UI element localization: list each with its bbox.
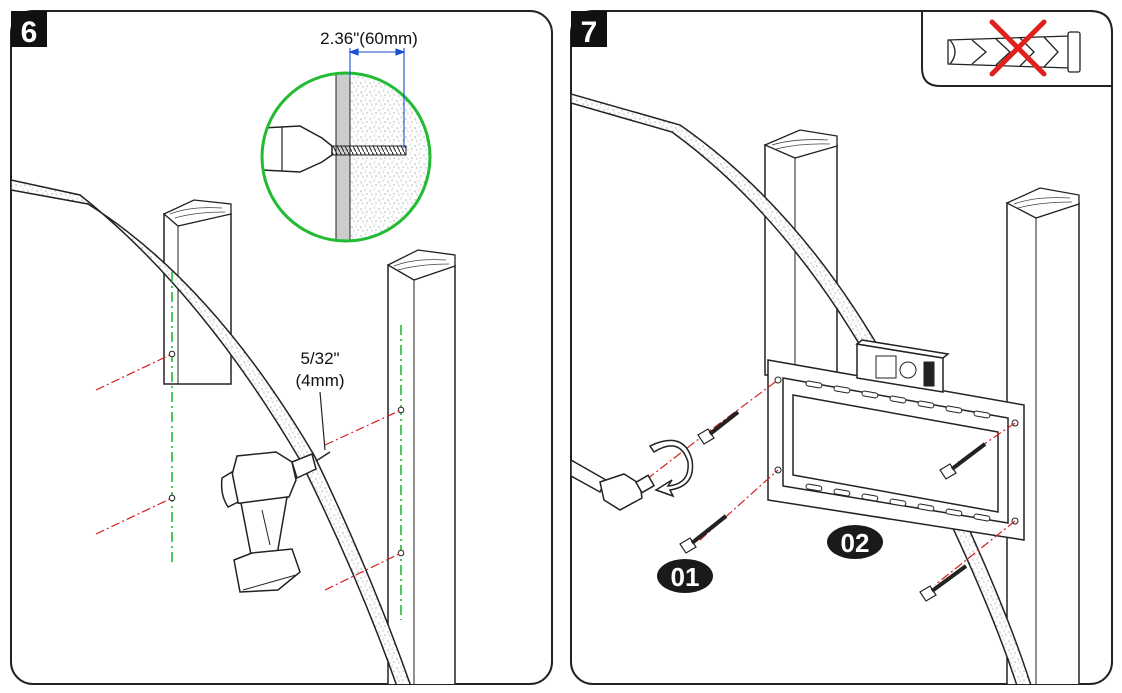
lag-bolt-icon [679,410,987,602]
drill-depth-detail [260,71,432,243]
pilot-holes [168,350,405,557]
lag-bolt-upper-left [697,410,740,445]
lag-bolt-lower-left [679,514,728,554]
rotate-clockwise-arrow-icon [648,439,694,498]
part-badge-screw: 01 [657,559,713,593]
drill-alignment-lines [95,353,402,591]
drill-bit-leader [319,391,326,451]
power-drill-icon [220,451,331,593]
drywall-cutaway [11,179,416,684]
cross-out-icon [989,19,1047,77]
depth-dimension [348,48,406,148]
step-6-number-tab [11,11,47,47]
lag-bolt-upper-right [939,442,987,480]
drywall-cutaway [571,93,1036,684]
step-6-number: 6 [21,16,38,49]
drill-bit-size-metric-label: (4mm) [295,371,344,390]
svg-text:02: 02 [841,528,870,558]
step-6-panel: 5/32" (4mm) [10,10,553,685]
wall-stud-right [386,249,456,684]
drill-depth-label: 2.36"(60mm) [320,29,418,48]
drill-bit-size-label: 5/32" [300,349,339,368]
level-icon [855,339,950,393]
svg-text:01: 01 [671,562,700,592]
step-7-panel: 02 01 7 [570,10,1113,685]
part-badge-bracket: 02 [827,525,883,559]
step-7-number: 7 [581,16,598,49]
step-7-number-tab [571,11,607,47]
lag-bolt-lower-right [919,564,968,602]
wrench-icon [571,458,656,511]
anchor-not-used-inset [921,10,1113,87]
wall-plate-icon [767,359,1025,541]
